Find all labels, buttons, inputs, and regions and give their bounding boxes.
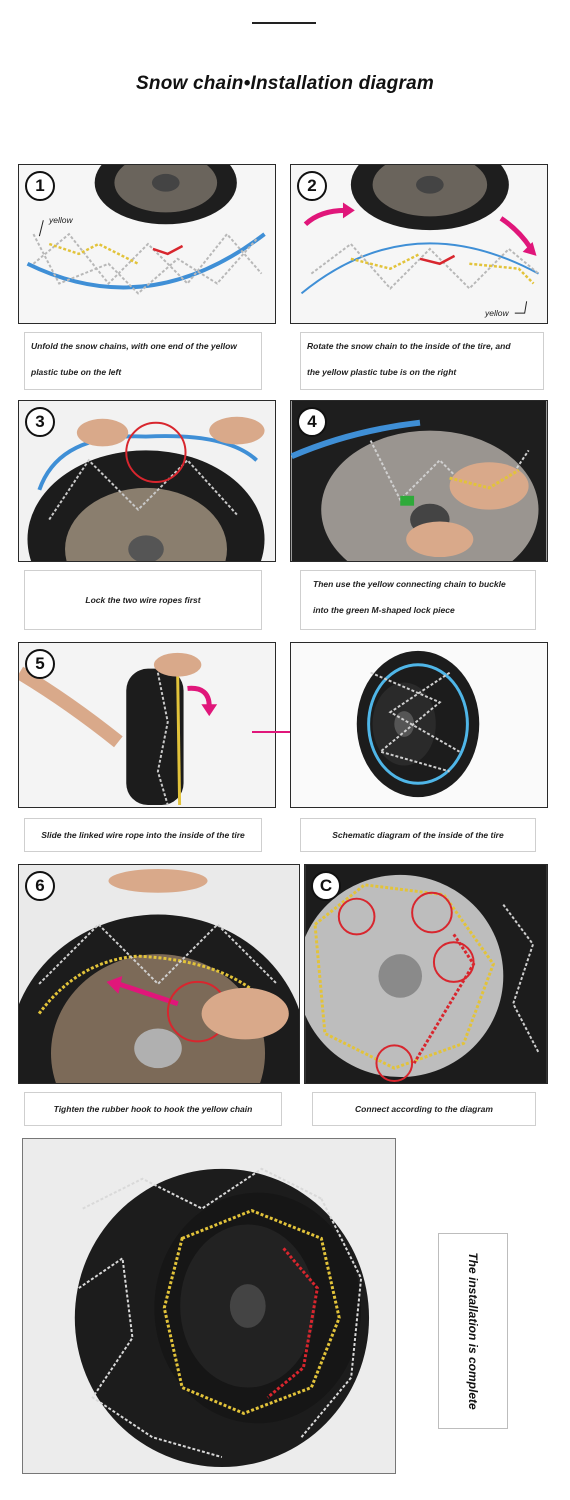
step-3-photo: 3 — [18, 400, 276, 562]
step-3-caption: Lock the two wire ropes first — [24, 570, 262, 630]
tire-inside-schematic-illustration — [291, 643, 547, 807]
step-5-number: 5 — [25, 649, 55, 679]
step-4-photo: 4 — [290, 400, 548, 562]
step-1-illustration — [19, 165, 275, 323]
step-6-illustration — [19, 865, 299, 1083]
installation-complete-text: The installation is complete — [466, 1252, 480, 1410]
step-c-number: C — [311, 871, 341, 901]
step-1-caption-line-2: plastic tube on the left — [31, 367, 122, 377]
step-1-number: 1 — [25, 171, 55, 201]
step-5-caption: Slide the linked wire rope into the insi… — [24, 818, 262, 852]
step-4-caption-line-2: into the green M-shaped lock piece — [313, 605, 455, 615]
step-1-caption-line-1: Unfold the snow chains, with one end of … — [31, 341, 237, 351]
page-title: Snow chain•Installation diagram — [136, 73, 434, 94]
step-2-caption-line-1: Rotate the snow chain to the inside of t… — [307, 341, 511, 351]
top-divider — [252, 22, 316, 24]
yellow-tube-label-2: yellow — [485, 308, 509, 318]
schematic-caption: Schematic diagram of the inside of the t… — [300, 818, 536, 852]
final-photo — [22, 1138, 396, 1474]
step-4-caption-line-1: Then use the yellow connecting chain to … — [313, 579, 506, 589]
step-5-photo: 5 — [18, 642, 276, 808]
step-1-photo: 1 yellow — [18, 164, 276, 324]
step-c-photo: C — [304, 864, 548, 1084]
step-6-photo: 6 — [18, 864, 300, 1084]
completed-chain-illustration — [23, 1139, 395, 1473]
step-c-illustration — [305, 865, 547, 1083]
step-6-caption: Tighten the rubber hook to hook the yell… — [24, 1092, 282, 1126]
installation-complete-label: The installation is complete — [438, 1233, 508, 1429]
step-2-illustration — [291, 165, 547, 323]
step-3-number: 3 — [25, 407, 55, 437]
step-6-number: 6 — [25, 871, 55, 901]
step-2-caption: Rotate the snow chain to the inside of t… — [300, 332, 544, 390]
step-4-caption: Then use the yellow connecting chain to … — [300, 570, 536, 630]
step-5-illustration — [19, 643, 275, 807]
step-4-number: 4 — [297, 407, 327, 437]
step-3-illustration — [19, 401, 275, 561]
step-2-number: 2 — [297, 171, 327, 201]
yellow-tube-label: yellow — [49, 215, 73, 225]
step-4-illustration — [291, 401, 547, 561]
step-5-schematic-photo — [290, 642, 548, 808]
step-2-caption-line-2: the yellow plastic tube is on the right — [307, 367, 457, 377]
step-2-photo: 2 yellow — [290, 164, 548, 324]
step-c-caption: Connect according to the diagram — [312, 1092, 536, 1126]
step-1-caption: Unfold the snow chains, with one end of … — [24, 332, 262, 390]
